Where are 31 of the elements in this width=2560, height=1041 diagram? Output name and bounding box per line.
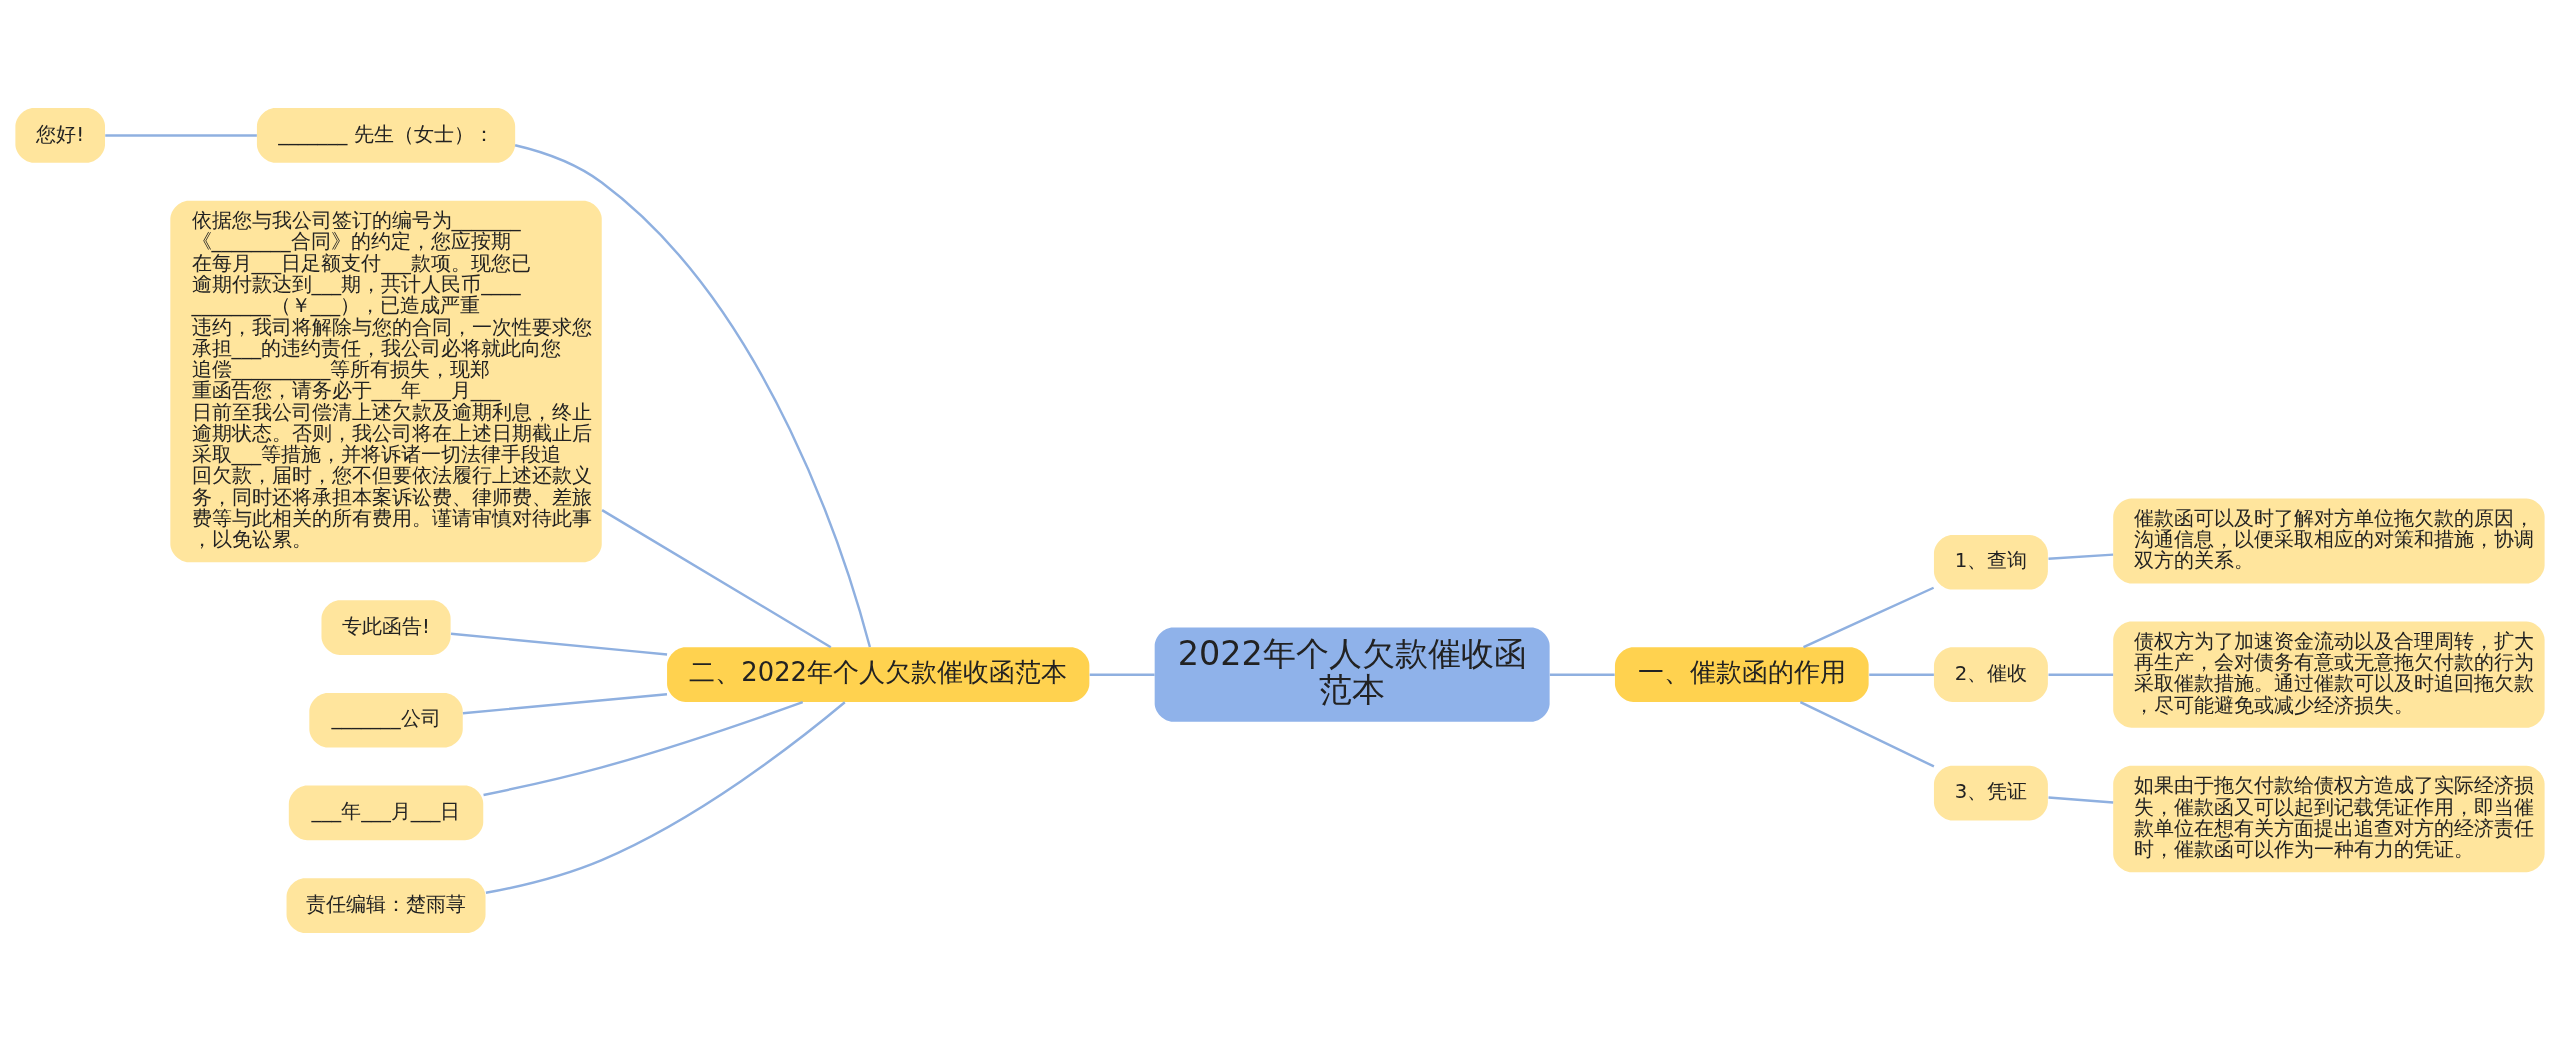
connector	[2048, 673, 2114, 676]
node-box: _______ 先生（女士）：	[256, 108, 516, 163]
node-box: 您好!	[15, 108, 105, 163]
node-box: 专此函告!	[321, 600, 451, 655]
connector	[483, 701, 804, 797]
node-box: 一、催款函的作用	[1614, 647, 1869, 703]
node-box: 责任编辑：楚雨荨	[286, 878, 486, 933]
node-box: 3、凭证	[1933, 765, 2048, 821]
connector	[1803, 586, 1935, 649]
connector	[2048, 796, 2114, 804]
node-box: 债权方为了加速资金流动以及合理周转，扩大再生产，会对债务有意或无意拖欠付款的行为采取催款措施。通过催款可以及时追回拖欠款，尽可能避免或减少经济损失。	[2113, 621, 2545, 728]
connector	[1869, 673, 1934, 676]
node-box: 1、查询	[1933, 534, 2048, 590]
node-box: 2022年个人欠款催收函范本	[1154, 627, 1550, 722]
node-box: 依据您与我公司签订的编号为_______《________合同》的约定，您应按期在每月___日足额支付___款项。现您已逾期付款达到___期，共计人民币____________（￥___），已造成严重违约，我司将解除与您的合同，一次性要求您承担___的违约责任，我公司必将就此向您追偿__________等所有损失，现郑重函告您，请务必于___年___月___日前至我公司偿清上述欠款及逾期利息，终止逾期状态。否则，我公司将在上述日期截止后采取___等措施，并将诉诸一切法律手段追回欠款，届时，您不但要依法履行上述还款义务，同时还将承担本案诉讼费、律师费、差旅费等与此相关的所有费用。谨请审慎对待此事，以免讼累。	[170, 200, 602, 563]
connector	[462, 693, 668, 715]
node-box: 二、2022年个人欠款催收函范本	[667, 647, 1090, 703]
node-box: 2、催收	[1933, 647, 2048, 703]
connector	[450, 632, 668, 656]
connector	[1799, 701, 1935, 768]
node-box: 催款函可以及时了解对方单位拖欠款的原因，沟通信息，以便采取相应的对策和措施，协调双方的关系。	[2113, 498, 2545, 584]
connector	[601, 509, 832, 649]
connector	[1089, 673, 1155, 676]
connector	[514, 144, 872, 648]
connector	[485, 701, 846, 894]
node-box: ___年___月___日	[288, 785, 484, 841]
node-box: 如果由于拖欠付款给债权方造成了实际经济损失，催款函又可以起到记载凭证作用，即当催款单位在想有关方面提出追查对方的经济责任时，催款函可以作为一种有力的凭证。	[2113, 765, 2545, 873]
connector	[1549, 673, 1615, 676]
node-box: _______公司	[309, 692, 463, 748]
connector	[105, 134, 257, 137]
connector	[2048, 553, 2114, 560]
